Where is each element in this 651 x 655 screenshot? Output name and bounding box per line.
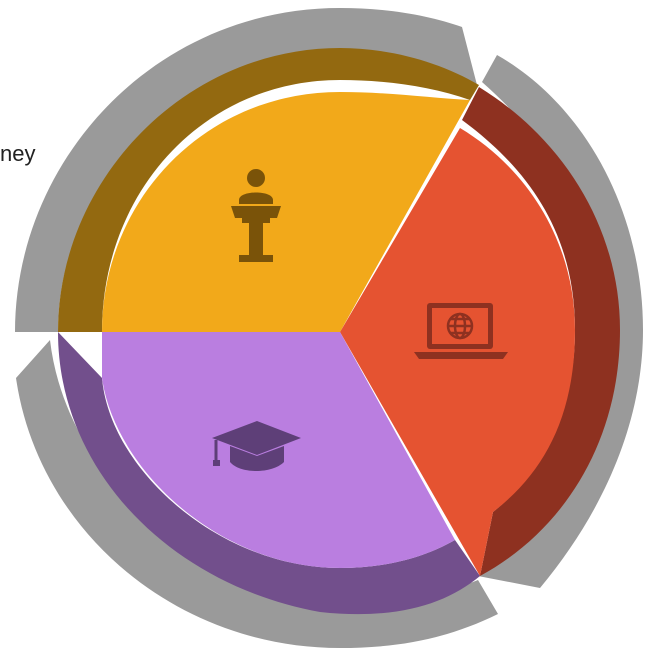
outer-ring-top — [15, 8, 477, 332]
partial-label-text: ney — [0, 141, 36, 166]
band-orange — [462, 87, 620, 576]
segment-speaker[interactable] — [102, 92, 470, 332]
laptop-globe-icon — [414, 303, 508, 359]
graduation-cap-icon — [212, 421, 301, 471]
band-yellow — [58, 48, 479, 332]
band-purple — [58, 332, 480, 615]
outer-ring-right — [478, 55, 643, 588]
outer-ring-bottom-left — [16, 340, 498, 648]
speaker-podium-icon — [231, 169, 281, 262]
